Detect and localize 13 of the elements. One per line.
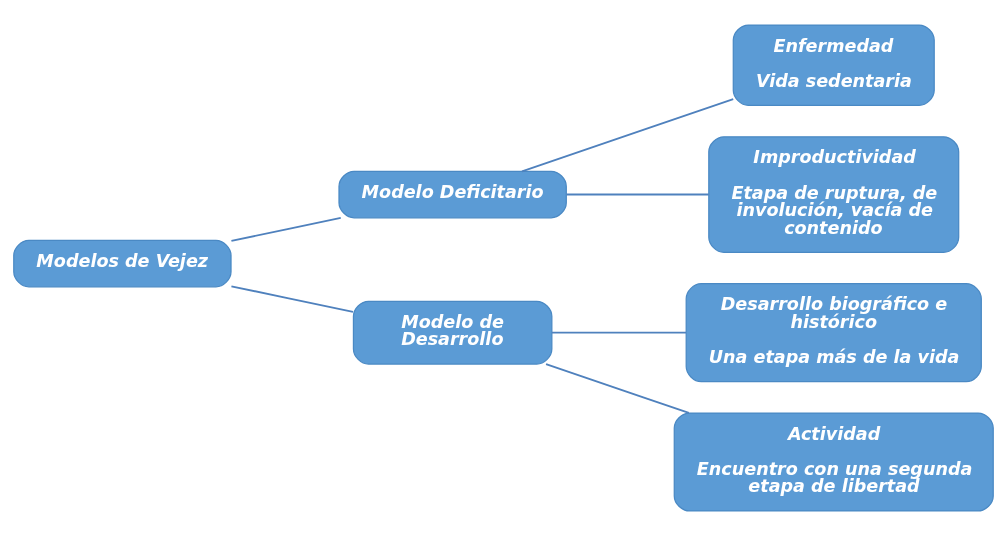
node-box: Desarrollo biográfico e histórico Una etapa más de la vida — [685, 282, 982, 382]
connector — [545, 362, 690, 414]
connector — [550, 331, 687, 334]
connector — [565, 193, 710, 195]
connector — [230, 216, 342, 242]
connector — [230, 284, 354, 313]
node-box: Modelos de Vejez — [13, 239, 232, 287]
node-box: Enfermedad Vida sedentaria — [732, 23, 935, 106]
connector — [521, 97, 735, 172]
node-box: Modelo Deficitario — [338, 170, 567, 218]
node-box: Actividad Encuentro con una segunda etapa de libertad — [673, 411, 994, 512]
node-box: Improductividad Etapa de ruptura, de involución, vacía de contenido — [708, 135, 960, 253]
node-box: Modelo de Desarrollo — [352, 300, 553, 365]
